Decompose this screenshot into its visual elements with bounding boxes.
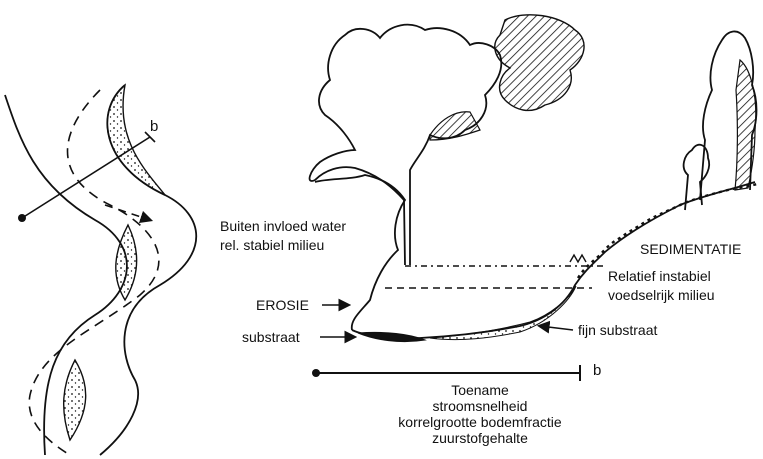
point-b-label-bottom: b	[593, 362, 601, 379]
right-bank-vegetation	[578, 184, 758, 278]
thalweg-dashed-line	[29, 90, 159, 455]
transect-start-point	[18, 214, 26, 222]
upper-point-bar	[107, 85, 165, 195]
left-tree-hatch-streak	[430, 112, 480, 140]
flow-direction-arrow	[105, 205, 150, 220]
erosion-label: EROSIE	[256, 297, 309, 313]
increase-item-oxygen: zuurstofgehalte	[370, 430, 590, 446]
scale-bar-start-dot	[312, 369, 320, 377]
substrate-label: substraat	[242, 329, 300, 345]
middle-point-bar	[116, 225, 137, 300]
increase-item-grain-size: korrelgrootte bodemfractie	[370, 414, 590, 430]
right-bank-small-shrub	[570, 255, 586, 262]
outside-influence-label-line1: Buiten invloed water	[220, 218, 346, 234]
channel-bed-profile	[352, 182, 755, 339]
unstable-label-line2: voedselrijk milieu	[608, 287, 715, 303]
right-tree-small-left	[684, 145, 710, 210]
fine-substrate-label: fijn substraat	[578, 322, 657, 338]
left-bank-profile	[315, 175, 405, 330]
outside-influence-label-line2: rel. stabiel milieu	[220, 237, 324, 253]
coarse-substrate-lens	[358, 332, 425, 341]
fine-substrate-band	[430, 286, 576, 340]
fine-substrate-arrow	[540, 326, 573, 330]
unstable-label-line1: Relatief instabiel	[608, 268, 711, 284]
increase-label-block: Toename stroomsnelheid korrelgrootte bod…	[370, 382, 590, 446]
transect-line	[22, 137, 150, 218]
left-tree-hatching	[495, 15, 584, 111]
lower-point-bar	[64, 360, 86, 440]
point-b-label-top: b	[150, 118, 158, 135]
increase-title: Toename	[370, 382, 590, 398]
gradient-scale-bar	[312, 365, 580, 381]
increase-item-flow-velocity: stroomsnelheid	[370, 398, 590, 414]
sedimentation-label: SEDIMENTATIE	[640, 241, 741, 257]
meander-plan-view	[5, 85, 196, 455]
